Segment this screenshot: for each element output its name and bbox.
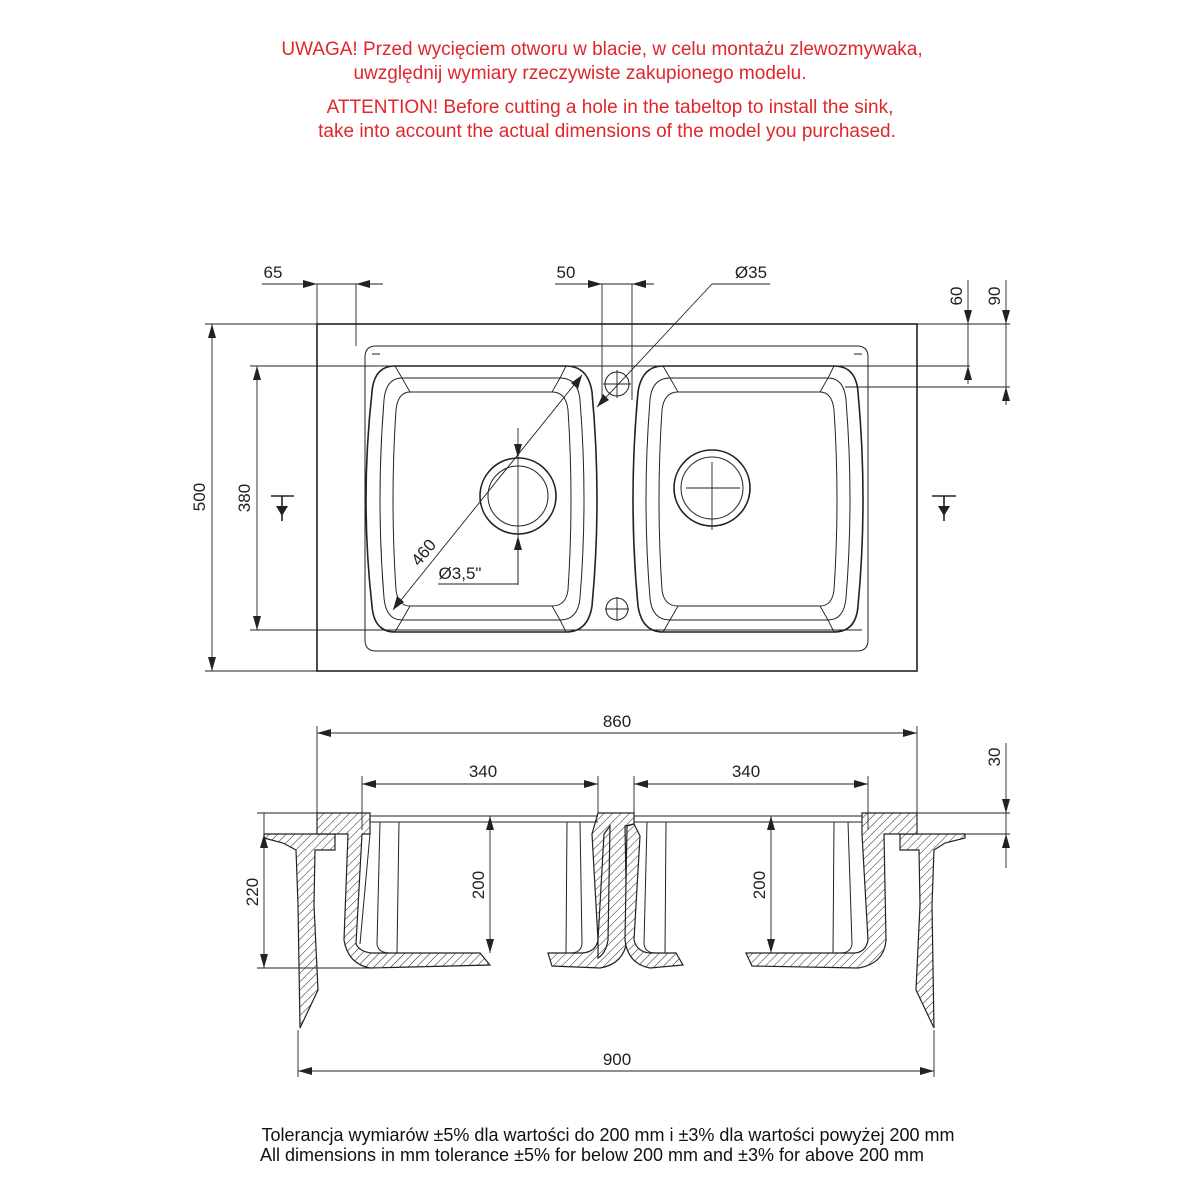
dim-65: 65 <box>264 263 283 282</box>
section-marker-right <box>932 495 956 521</box>
section-view: 860 340 340 30 200 200 <box>243 712 1010 1077</box>
top-view: 65 50 Ø35 60 90 500 <box>190 263 1010 672</box>
section-marker-left <box>271 495 294 521</box>
dim-200-right: 200 <box>750 871 769 899</box>
dim-340-left: 340 <box>469 762 497 781</box>
tolerance-en: All dimensions in mm tolerance ±5% for b… <box>260 1145 924 1165</box>
dim-860: 860 <box>603 712 631 731</box>
dim-200-left: 200 <box>469 871 488 899</box>
dim-340-right: 340 <box>732 762 760 781</box>
dim-diameter-35: Ø35 <box>735 263 767 282</box>
tolerance-notes: Tolerancja wymiarów ±5% dla wartości do … <box>260 1125 955 1165</box>
dim-50: 50 <box>557 263 576 282</box>
right-worktop-section <box>899 833 966 1029</box>
dim-90: 90 <box>985 287 1004 306</box>
sink-rim <box>364 345 869 652</box>
dim-500: 500 <box>190 483 209 511</box>
dim-380: 380 <box>235 484 254 512</box>
warning-pl-line1: UWAGA! Przed wycięciem otworu w blacie, … <box>281 39 922 60</box>
left-bowl-wall-left <box>316 812 492 969</box>
sink-outline <box>316 323 918 672</box>
warning-en-line2: take into account the actual dimensions … <box>318 121 896 142</box>
tolerance-pl: Tolerancja wymiarów ±5% dla wartości do … <box>261 1125 954 1145</box>
dim-220: 220 <box>243 878 262 906</box>
center-divider <box>547 812 635 969</box>
right-bowl-wall-left <box>624 823 684 969</box>
warning-en-line1: ATTENTION! Before cutting a hole in the … <box>327 97 894 118</box>
left-bowl <box>365 365 598 633</box>
right-bowl <box>632 365 864 633</box>
right-bowl-wall-right <box>745 812 918 969</box>
warning-block: UWAGA! Przed wycięciem otworu w blacie, … <box>281 39 922 142</box>
dim-30: 30 <box>985 748 1004 767</box>
dim-900: 900 <box>603 1050 631 1069</box>
dim-60: 60 <box>947 287 966 306</box>
dim-460: 460 <box>407 536 440 570</box>
left-worktop-section <box>263 833 336 1029</box>
warning-pl-line2: uwzględnij wymiary rzeczywiste zakupione… <box>353 63 806 84</box>
dim-drain-diameter: Ø3,5" <box>439 564 482 583</box>
